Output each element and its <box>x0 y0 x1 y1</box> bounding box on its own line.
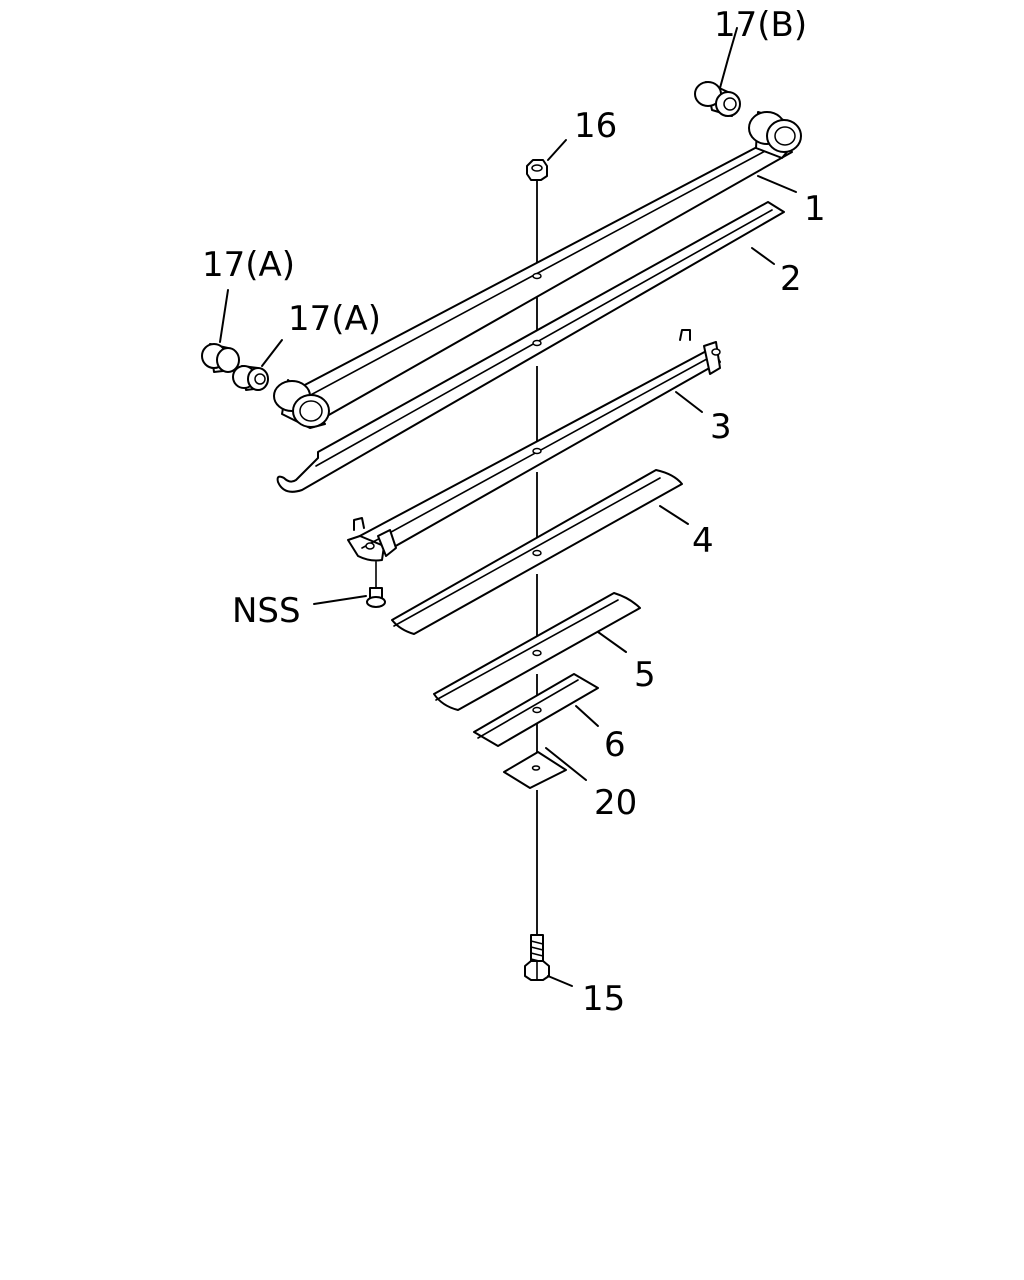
part-1-rear-eye <box>748 111 802 159</box>
part-6-leaf <box>473 673 599 747</box>
callout-5: 5 <box>634 655 656 695</box>
callout-15: 15 <box>582 979 625 1019</box>
part-16-nut <box>526 159 548 181</box>
callout-17b: 17(B) <box>714 5 807 45</box>
part-3-third-leaf <box>347 329 721 562</box>
callout-1: 1 <box>804 189 826 229</box>
part-4-leaf <box>391 469 683 635</box>
callout-6: 6 <box>604 725 626 765</box>
part-2-second-leaf <box>276 201 785 493</box>
part-1-main-leaf <box>298 135 793 421</box>
callout-3: 3 <box>710 407 732 447</box>
callout-20: 20 <box>594 783 637 823</box>
callout-4: 4 <box>692 521 714 561</box>
part-15-center-bolt <box>524 934 550 981</box>
callout-17a-outer: 17(A) <box>202 245 295 285</box>
part-20-plate <box>503 751 567 789</box>
nss-rivet <box>366 561 386 608</box>
leader-lines <box>219 27 797 987</box>
callout-2: 2 <box>780 259 802 299</box>
callout-17a-inner: 17(A) <box>288 299 381 339</box>
callout-nss: NSS <box>232 591 301 631</box>
part-17a-outer-bushing <box>201 343 240 373</box>
callout-16: 16 <box>574 106 617 146</box>
part-1-front-eye <box>273 379 330 429</box>
part-17a-inner-bushing <box>232 365 269 391</box>
part-5-leaf <box>433 592 641 711</box>
part-17b-bushing <box>694 81 741 117</box>
